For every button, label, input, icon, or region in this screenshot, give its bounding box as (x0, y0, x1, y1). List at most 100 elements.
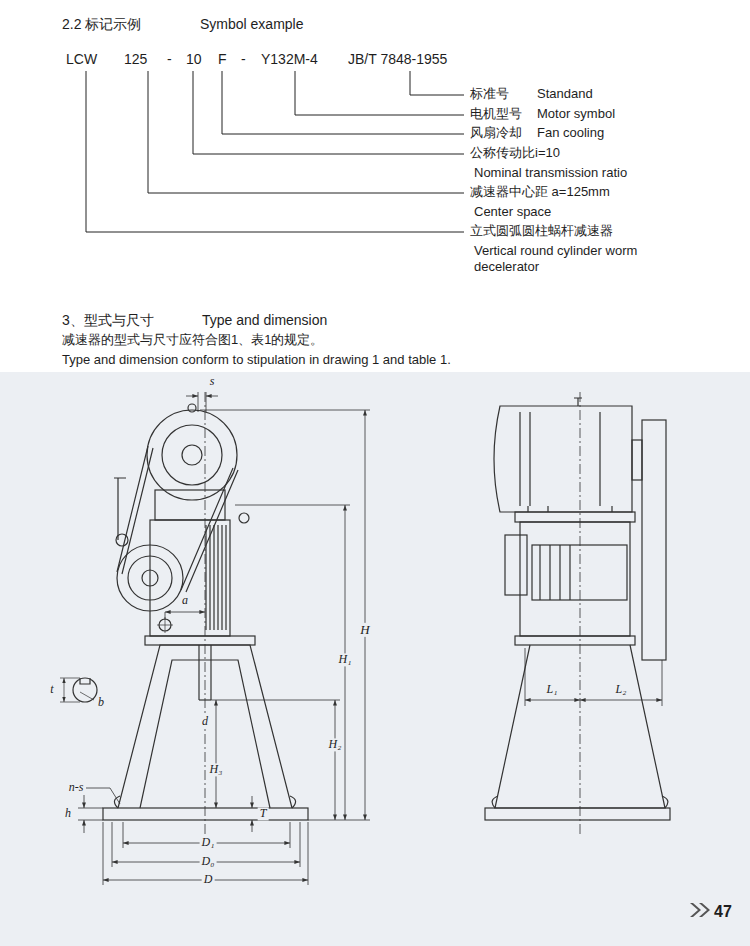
dimension-line (580, 700, 662, 701)
dimension-line (165, 612, 205, 613)
dimension-line (186, 396, 198, 397)
code-meaning: 减速器中心距 a=125mm (470, 184, 610, 200)
reducer-front-view (150, 520, 230, 636)
code-meaning: 标准号 (470, 86, 509, 102)
dimension-label: a (180, 594, 190, 607)
dimension-line (206, 396, 218, 397)
dimension-line (198, 392, 206, 412)
reducer-side-view (574, 398, 582, 406)
reducer-front-view (162, 425, 222, 485)
section-heading: 3、型式与尺寸 (62, 312, 154, 329)
reducer-side-view (485, 808, 670, 820)
reducer-front-view (181, 468, 238, 592)
code-part: - (241, 51, 246, 68)
reducer-side-view (540, 545, 570, 600)
dimension-label: H₂ (327, 738, 344, 751)
reducer-front-view (128, 556, 172, 600)
dimension-line (525, 648, 662, 706)
reducer-front-view (210, 645, 211, 700)
section-heading: Type and dimension (202, 312, 327, 329)
reducer-front-view (80, 678, 90, 684)
dimension-label: h (63, 807, 73, 820)
dimension-label: H (358, 623, 371, 637)
page-chevrons (690, 903, 710, 917)
dimension-line (84, 795, 85, 808)
dimension-label: H₁ (337, 653, 354, 666)
reducer-front-view (114, 796, 295, 808)
reducer-side-view (520, 522, 630, 636)
page-number: 47 (714, 902, 732, 921)
dimension-label: L₁ (545, 683, 560, 696)
dimension-label: s (208, 375, 217, 388)
reducer-side-view (494, 406, 632, 512)
code-part: F (218, 51, 227, 68)
reducer-side-view (485, 392, 670, 835)
leader-line (86, 71, 464, 232)
code-part: JB/T 7848-1955 (348, 51, 447, 68)
code-meaning: Nominal transmission ratio (474, 165, 627, 181)
reducer-side-view (515, 636, 635, 645)
code-part: 10 (186, 51, 202, 68)
reducer-front-view (114, 478, 126, 540)
page-ground (0, 372, 750, 946)
reducer-front-view (239, 513, 249, 523)
dimension-label: H₃ (208, 763, 225, 776)
code-meaning: Motor symbol (537, 106, 615, 122)
reducer-front-view (116, 534, 128, 546)
reducer-side-view (520, 412, 600, 506)
dimension-line (252, 820, 253, 832)
dimension-label: d (200, 715, 210, 728)
page-chevrons (690, 903, 701, 917)
leader-line (222, 71, 464, 134)
reducer-front-view (140, 660, 270, 808)
dimension-label: D₁ (200, 836, 217, 849)
reducer-front-view (188, 404, 196, 412)
reducer-front-view (205, 392, 206, 835)
reducer-side-view (580, 392, 581, 835)
reducer-side-view (492, 796, 668, 808)
body-text: Type and dimension conform to stipulatio… (62, 352, 451, 368)
code-meaning: Center space (474, 204, 551, 220)
reducer-front-view (147, 410, 237, 500)
dimension-label: D₀ (200, 855, 217, 868)
reducer-front-view (60, 392, 308, 835)
reducer-front-view (118, 645, 292, 808)
leader-line (410, 71, 464, 95)
code-part: LCW (66, 51, 97, 68)
code-meaning: 电机型号 (470, 106, 522, 122)
dimension-label: b (96, 696, 106, 709)
dimension-line (365, 410, 366, 820)
code-part: - (167, 51, 172, 68)
code-meaning: Standand (537, 86, 593, 102)
reducer-front-view (103, 808, 308, 820)
reducer-front-view (198, 645, 199, 700)
reducer-front-view (199, 699, 211, 700)
dimension-line (525, 700, 580, 701)
dimension-label: L₂ (614, 683, 629, 696)
code-part: Y132M-4 (261, 51, 318, 68)
reducer-front-view (145, 636, 255, 645)
code-meaning: Fan cooling (537, 125, 604, 141)
reducer-side-view (495, 645, 665, 808)
reducer-front-view (73, 678, 97, 702)
code-part: 125 (124, 51, 147, 68)
dimension-line (216, 700, 217, 808)
reducer-side-view (532, 545, 627, 600)
dimension-label: t (48, 683, 55, 696)
body-text: 减速器的型式与尺寸应符合图1、表1的规定。 (62, 332, 323, 348)
reducer-side-view (528, 506, 612, 512)
reducer-side-view (515, 512, 635, 522)
code-meaning: 立式圆弧圆柱蜗杆减速器 (470, 223, 613, 239)
section-heading: Symbol example (200, 16, 304, 33)
code-meaning: Vertical round cylinder worm decelerator (474, 243, 704, 274)
dimension-label: D (202, 873, 215, 886)
section-heading: 2.2 标记示例 (62, 16, 141, 33)
reducer-front-view (182, 445, 202, 465)
reducer-front-view (117, 446, 153, 574)
dimension-line (200, 410, 370, 820)
dimension-line (165, 612, 166, 620)
leader-line (295, 71, 464, 115)
reducer-side-view (505, 535, 527, 595)
